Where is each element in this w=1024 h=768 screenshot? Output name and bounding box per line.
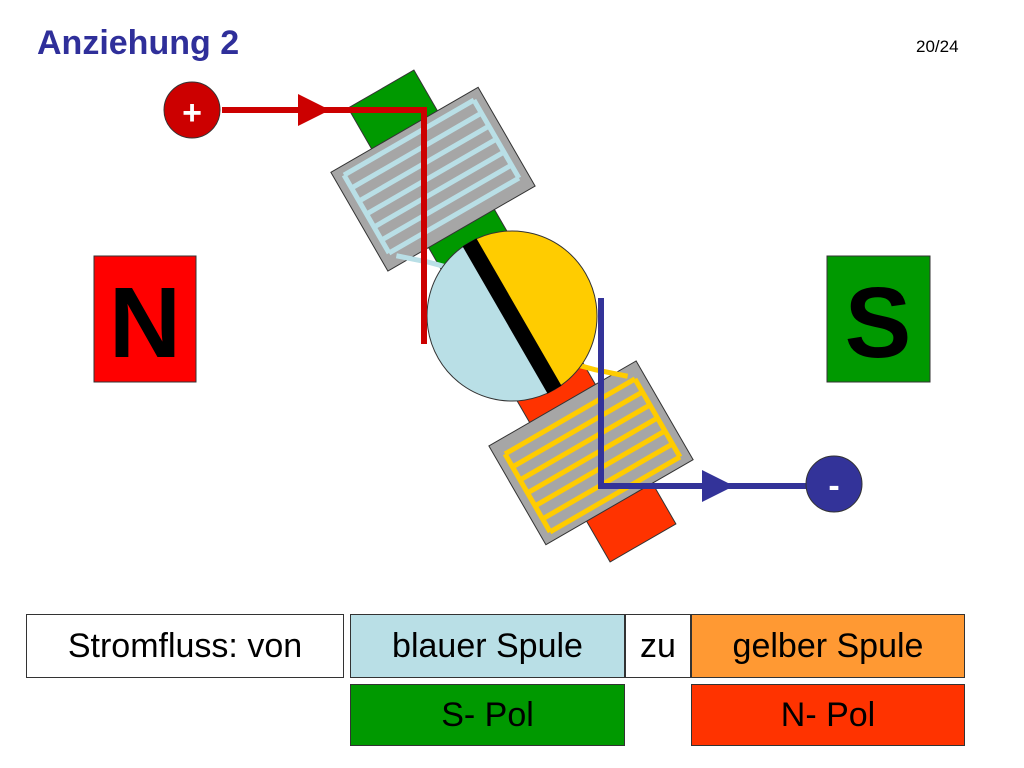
yellow-coil <box>488 358 694 546</box>
connector-label: zu <box>625 614 691 678</box>
negative-terminal: - <box>805 455 863 513</box>
commutator <box>426 230 598 402</box>
north-magnet-label: N <box>109 267 181 379</box>
north-pole-label: N- Pol <box>691 684 965 746</box>
current-flow-label: Stromfluss: von <box>26 614 344 678</box>
yellow-coil-label: gelber Spule <box>691 614 965 678</box>
positive-terminal-label: + <box>182 94 202 132</box>
motor-diagram: N S <box>93 69 931 563</box>
positive-terminal: + <box>163 81 221 139</box>
negative-wire <box>598 298 806 502</box>
south-magnet-label: S <box>845 267 912 379</box>
page-number: 20/24 <box>916 37 959 56</box>
south-magnet: S <box>826 255 931 383</box>
south-pole-label: S- Pol <box>350 684 625 746</box>
blue-coil-label: blauer Spule <box>350 614 625 678</box>
slide-title: Anziehung 2 <box>37 24 240 62</box>
negative-terminal-label: - <box>828 467 839 505</box>
positive-wire <box>222 94 427 344</box>
north-magnet: N <box>93 255 197 383</box>
